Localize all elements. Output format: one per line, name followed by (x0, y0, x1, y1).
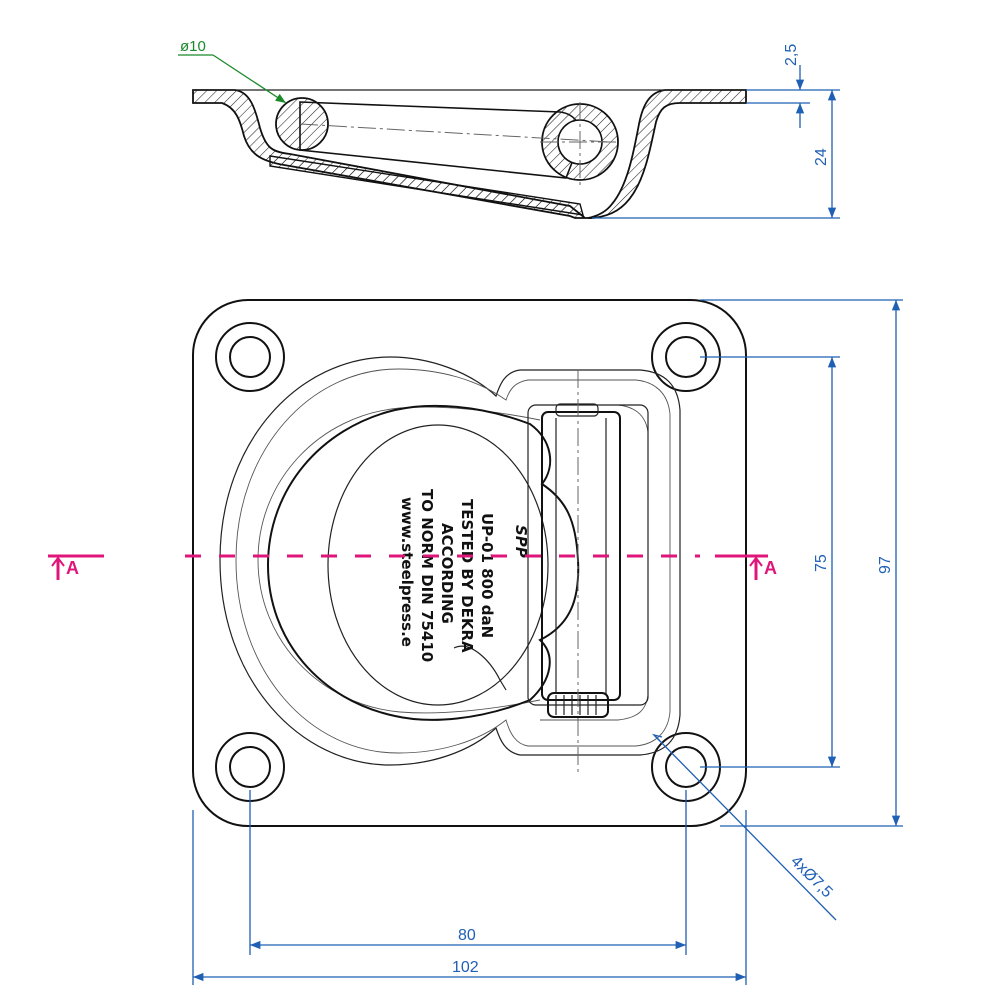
stamp-logo: SPP (512, 525, 530, 558)
section-right-flange (587, 89, 747, 219)
dim-overall-width: 102 (452, 959, 479, 976)
diameter-callout: ø10 (180, 38, 206, 55)
mounting-hole-top-left (215, 322, 285, 392)
ring-handle (266, 404, 580, 721)
section-marker-left: A (66, 558, 79, 578)
stamp-text-group: SPP UP-01 800 daN TESTED BY DEKRA ACCORD… (398, 489, 530, 662)
bowl-inner-edge (235, 368, 671, 754)
stamp-line-2: TESTED BY DEKRA (458, 499, 476, 653)
dim-depth: 24 (813, 148, 830, 166)
stamp-line-4: TO NORM DIN 75410 (418, 489, 436, 662)
dim-thickness: 2,5 (783, 44, 800, 66)
dim-overall-height: 97 (877, 556, 894, 574)
stamp-line-5: www.steelpress.e (398, 497, 416, 647)
recess-floor-arc (257, 406, 541, 714)
section-marker-right: A (764, 558, 777, 578)
section-bottom-plate (269, 155, 584, 216)
stamp-line-3: ACCORDING (438, 523, 456, 624)
bowl-recess (219, 356, 681, 766)
stamp-line-1: UP-01 800 daN (478, 513, 496, 638)
stamp-disc (327, 424, 549, 706)
section-view: ø10 2,5 24 (178, 38, 840, 219)
dim-hole-spacing-horizontal: 80 (458, 927, 476, 944)
dim-hole-spacing-vertical: 75 (813, 554, 830, 572)
base-plate-outline (192, 299, 747, 827)
plan-view: SPP UP-01 800 daN TESTED BY DEKRA ACCORD… (48, 299, 903, 985)
